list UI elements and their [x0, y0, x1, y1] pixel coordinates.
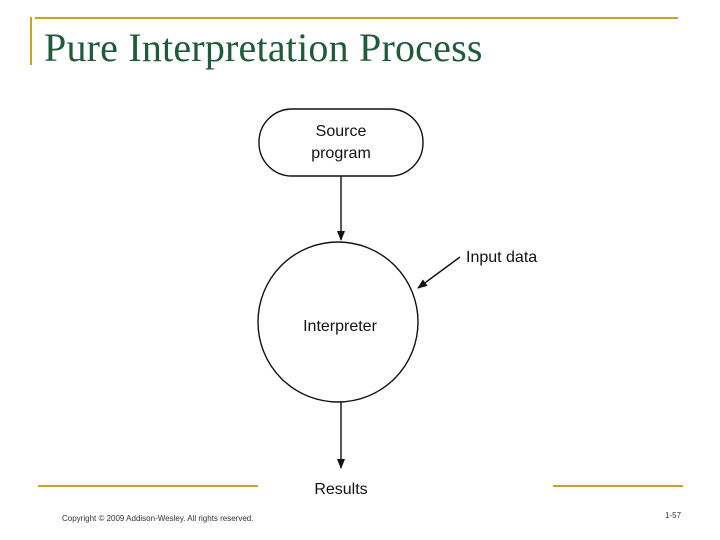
interpreter-label: Interpreter — [303, 318, 377, 335]
footer-right-rule — [553, 485, 683, 487]
input-data-arrow — [417, 256, 461, 289]
copyright-notice: Copyright © 2009 Addison-Wesley. All rig… — [62, 514, 254, 523]
source-program-label-line2: program — [311, 145, 371, 162]
title-top-rule — [35, 17, 678, 19]
source-program-node — [258, 108, 424, 177]
page-number: 1-57 — [665, 511, 682, 520]
results-label: Results — [314, 481, 367, 498]
slide-title: Pure Interpretation Process — [44, 25, 483, 70]
title-left-rule — [30, 17, 32, 65]
input-data-label: Input data — [466, 249, 537, 266]
footer-left-rule — [38, 485, 258, 487]
interpreter-node — [257, 241, 419, 403]
source-program-label-line1: Source — [316, 123, 367, 140]
